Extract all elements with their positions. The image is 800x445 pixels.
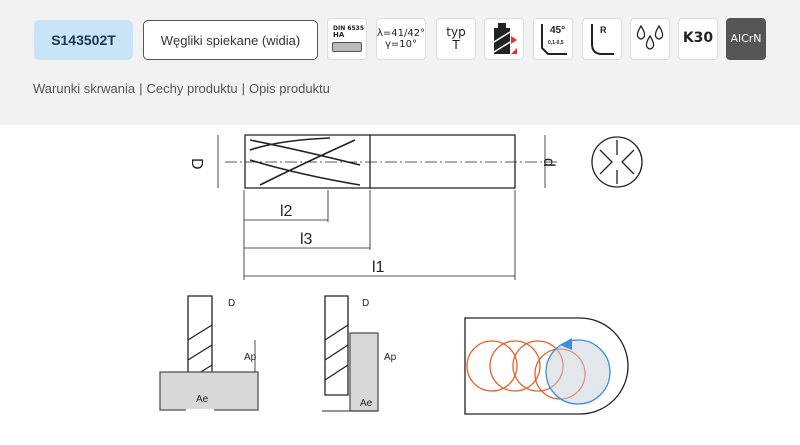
coating-icon: AlCrN [726, 18, 766, 60]
diameter-label: D [188, 158, 205, 170]
cutting-direction-icon [484, 18, 524, 60]
chamfer-angle: 45° [550, 25, 565, 36]
tool-drawing: D d l2 l3 l1 D Ap Ae D Ap Ae [159, 134, 643, 415]
rake-label: γ=10° [384, 39, 418, 50]
chamfer-icon: 45° 0,1-0,5 [533, 18, 573, 60]
l2-label: l2 [280, 203, 293, 220]
grade-label: K30 [682, 30, 714, 47]
chamfer-size: 0,1-0,5 [548, 40, 564, 46]
l1-label: l1 [372, 259, 385, 276]
material-button[interactable]: Węgliki spiekane (widia) [143, 20, 318, 60]
link-product-features[interactable]: Cechy produktu [146, 81, 238, 96]
separator: | [241, 81, 245, 96]
helix-angle-icon: λ=41/42° γ=10° [376, 18, 426, 60]
helix-label: λ=41/42° [376, 28, 426, 39]
product-code: S143502T [34, 20, 133, 60]
shank-shape [332, 42, 362, 53]
ha-label: HA [333, 31, 345, 40]
tabs-nav: Warunki skrwania|Cechy produktu|Opis pro… [33, 81, 330, 96]
l3-label: l3 [300, 231, 313, 248]
diameter-label-3: D [362, 298, 369, 309]
din-label: DIN 6535 [333, 24, 365, 32]
link-cutting-conditions[interactable]: Warunki skrwania [33, 81, 136, 96]
ap-label-2: Ap [384, 352, 397, 363]
separator: | [139, 81, 143, 96]
type-icon: typ T [436, 18, 476, 60]
type-label: typ [446, 24, 466, 39]
ae-label: Ae [196, 394, 209, 405]
type-value: T [452, 38, 460, 52]
shank-diameter-label: d [540, 158, 557, 167]
ap-label: Ap [244, 352, 257, 363]
radius-icon: R [582, 18, 622, 60]
coating-label: AlCrN [730, 31, 762, 45]
link-product-description[interactable]: Opis produktu [248, 81, 330, 96]
coolant-icon [630, 18, 670, 60]
radius-label: R [600, 25, 607, 35]
din-6535-ha-icon: DIN 6535 HA [327, 18, 367, 60]
grade-icon: K30 [678, 18, 718, 60]
ae-label-2: Ae [360, 398, 373, 409]
diameter-label-2: D [228, 298, 235, 309]
